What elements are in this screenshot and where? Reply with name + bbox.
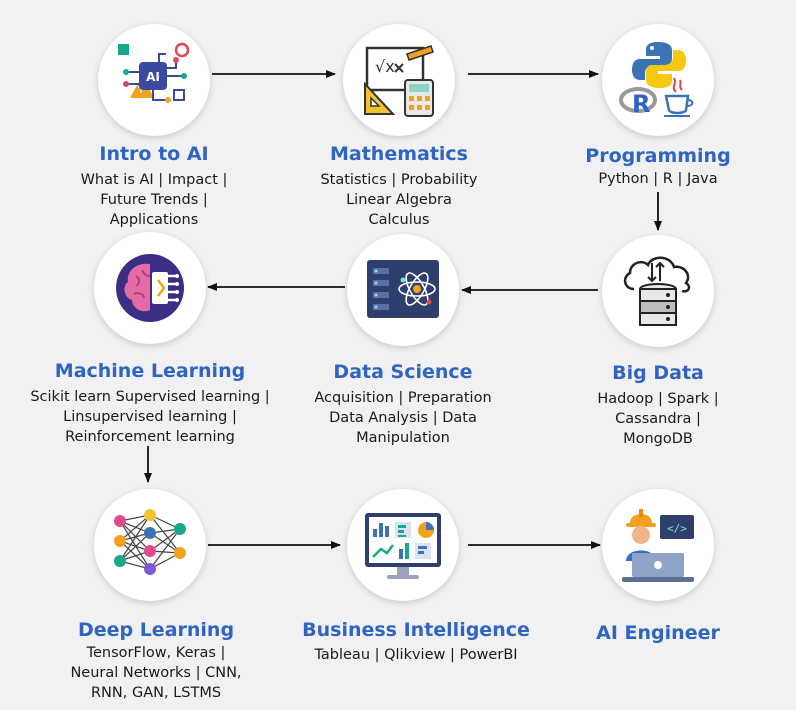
machine-learning-icon-circle — [94, 232, 206, 344]
data-science-icon — [367, 260, 439, 318]
business-intelligence-icon-circle — [347, 489, 459, 601]
mathematics-icon-circle: √x — [343, 24, 455, 136]
node-title: Big Data — [612, 362, 704, 384]
node-title: Deep Learning — [77, 619, 235, 641]
node-description: Acquisition | Preparation Data Analysis … — [314, 390, 492, 446]
node-description: Scikit learn Supervised learning | Linsu… — [30, 389, 270, 445]
ai-chip-icon: AI — [118, 42, 190, 103]
programming-icon-circle: R — [602, 24, 714, 136]
svg-text:R: R — [632, 90, 650, 118]
intro-ai-icon-circle: AI — [98, 24, 210, 136]
node-description: Statistics | Probability Linear Algebra … — [320, 172, 478, 228]
node-description: Hadoop | Spark | Cassandra | MongoDB — [597, 391, 719, 447]
node-title: Data Science — [333, 361, 473, 383]
svg-text:AI: AI — [146, 70, 160, 84]
brain-chip-icon — [116, 254, 184, 322]
node-description: Tableau | Qlikview | PowerBI — [314, 647, 518, 663]
cloud-database-icon — [623, 256, 691, 326]
svg-text:√x: √x — [375, 57, 395, 76]
programming-languages-icon: R — [619, 42, 694, 118]
dashboard-icon — [365, 513, 441, 579]
ai-engineer-icon-circle: </> — [602, 489, 714, 601]
deep-learning-icon-circle — [94, 489, 206, 601]
data-science-icon-circle — [347, 234, 459, 346]
node-title: Machine Learning — [54, 360, 246, 382]
neural-network-icon — [114, 509, 186, 575]
engineer-icon: </> — [622, 509, 694, 582]
node-description: What is AI | Impact | Future Trends | Ap… — [80, 172, 228, 228]
math-board-icon: √x — [364, 45, 434, 117]
node-description: TensorFlow, Keras | Neural Networks | CN… — [70, 645, 242, 701]
big-data-icon-circle — [602, 235, 714, 347]
node-title: AI Engineer — [596, 622, 720, 644]
node-title: Mathematics — [329, 143, 468, 165]
node-title: Programming — [585, 145, 731, 167]
node-title: Intro to AI — [99, 143, 209, 165]
node-title: Business Intelligence — [302, 619, 530, 641]
svg-text:</>: </> — [667, 522, 687, 535]
node-description: Python | R | Java — [598, 171, 718, 187]
